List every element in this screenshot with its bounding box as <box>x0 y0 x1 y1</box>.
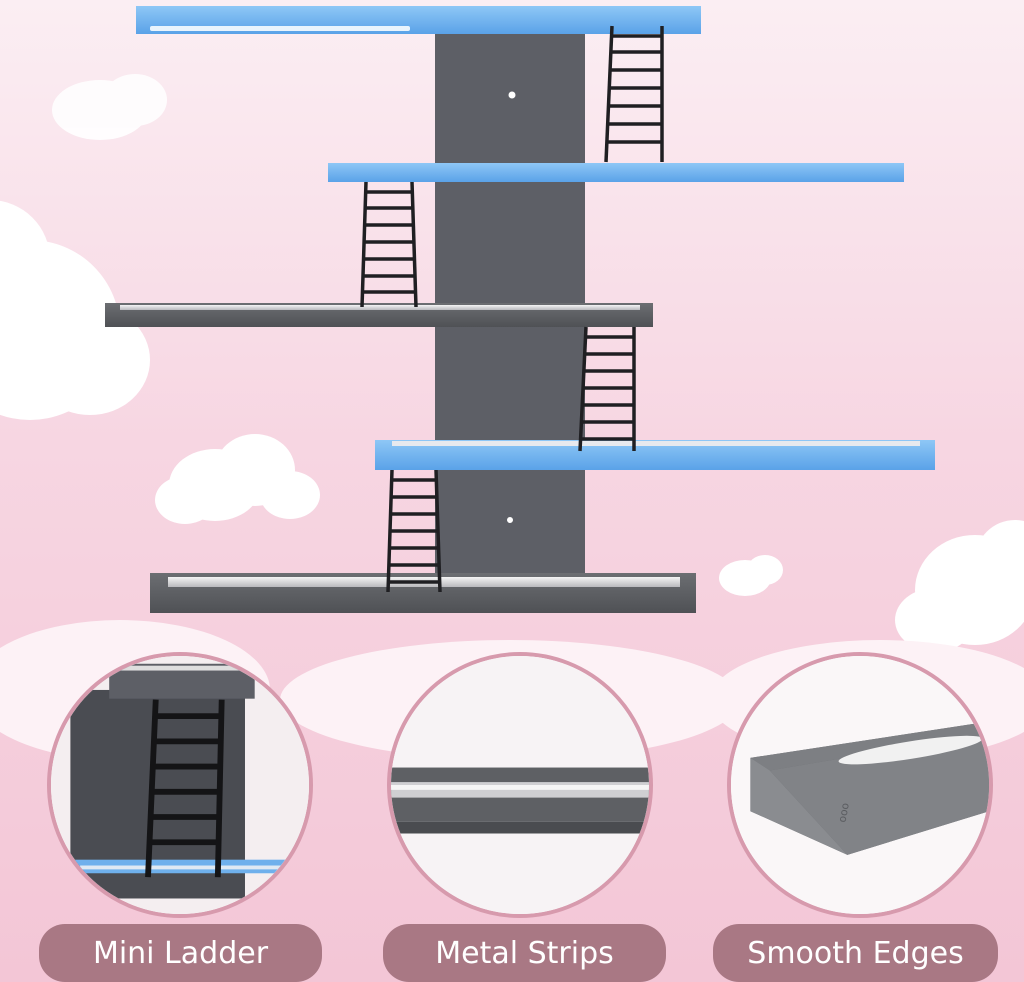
ladder <box>360 181 418 308</box>
mini-ladder-closeup <box>47 652 313 918</box>
shelf-blue-second <box>328 163 904 182</box>
feature-label-text: Metal Strips <box>435 935 614 971</box>
feature-label-text: Smooth Edges <box>747 935 964 971</box>
feature-label-metal-strips: Metal Strips <box>383 924 666 982</box>
cloud-decoration <box>0 200 150 420</box>
mounting-hole <box>507 517 513 523</box>
cloud-decoration <box>155 434 320 524</box>
cloud-decoration <box>52 74 167 140</box>
svg-text:ooo: ooo <box>836 802 852 824</box>
feature-label-text: Mini Ladder <box>92 935 269 971</box>
smooth-edge-closeup: ooo <box>727 652 993 918</box>
cloud-decoration <box>895 520 1024 652</box>
ladder <box>386 469 442 593</box>
mounting-hole <box>508 91 516 99</box>
feature-label-mini-ladder: Mini Ladder <box>39 924 322 982</box>
cloud-decoration <box>719 555 783 596</box>
metal-strip-closeup <box>387 652 653 918</box>
ladder <box>578 326 636 452</box>
feature-label-smooth-edges: Smooth Edges <box>713 924 998 982</box>
ladder <box>604 25 664 163</box>
